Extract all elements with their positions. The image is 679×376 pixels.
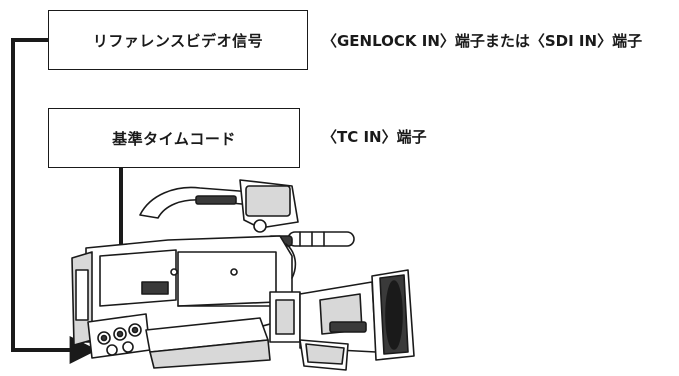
reference-video-signal-text: リファレンスビデオ信号	[92, 31, 264, 50]
reference-timecode-box: 基準タイムコード	[48, 108, 300, 168]
reference-video-connector	[11, 38, 98, 364]
reference-video-terminal-label: 〈GENLOCK IN〉端子または〈SDI IN〉端子	[322, 32, 643, 50]
reference-timecode-text: 基準タイムコード	[112, 129, 236, 148]
timecode-terminal-label: 〈TC IN〉端子	[322, 128, 427, 146]
camera-illustration	[71, 179, 415, 371]
reference-video-signal-box: リファレンスビデオ信号	[48, 10, 308, 70]
